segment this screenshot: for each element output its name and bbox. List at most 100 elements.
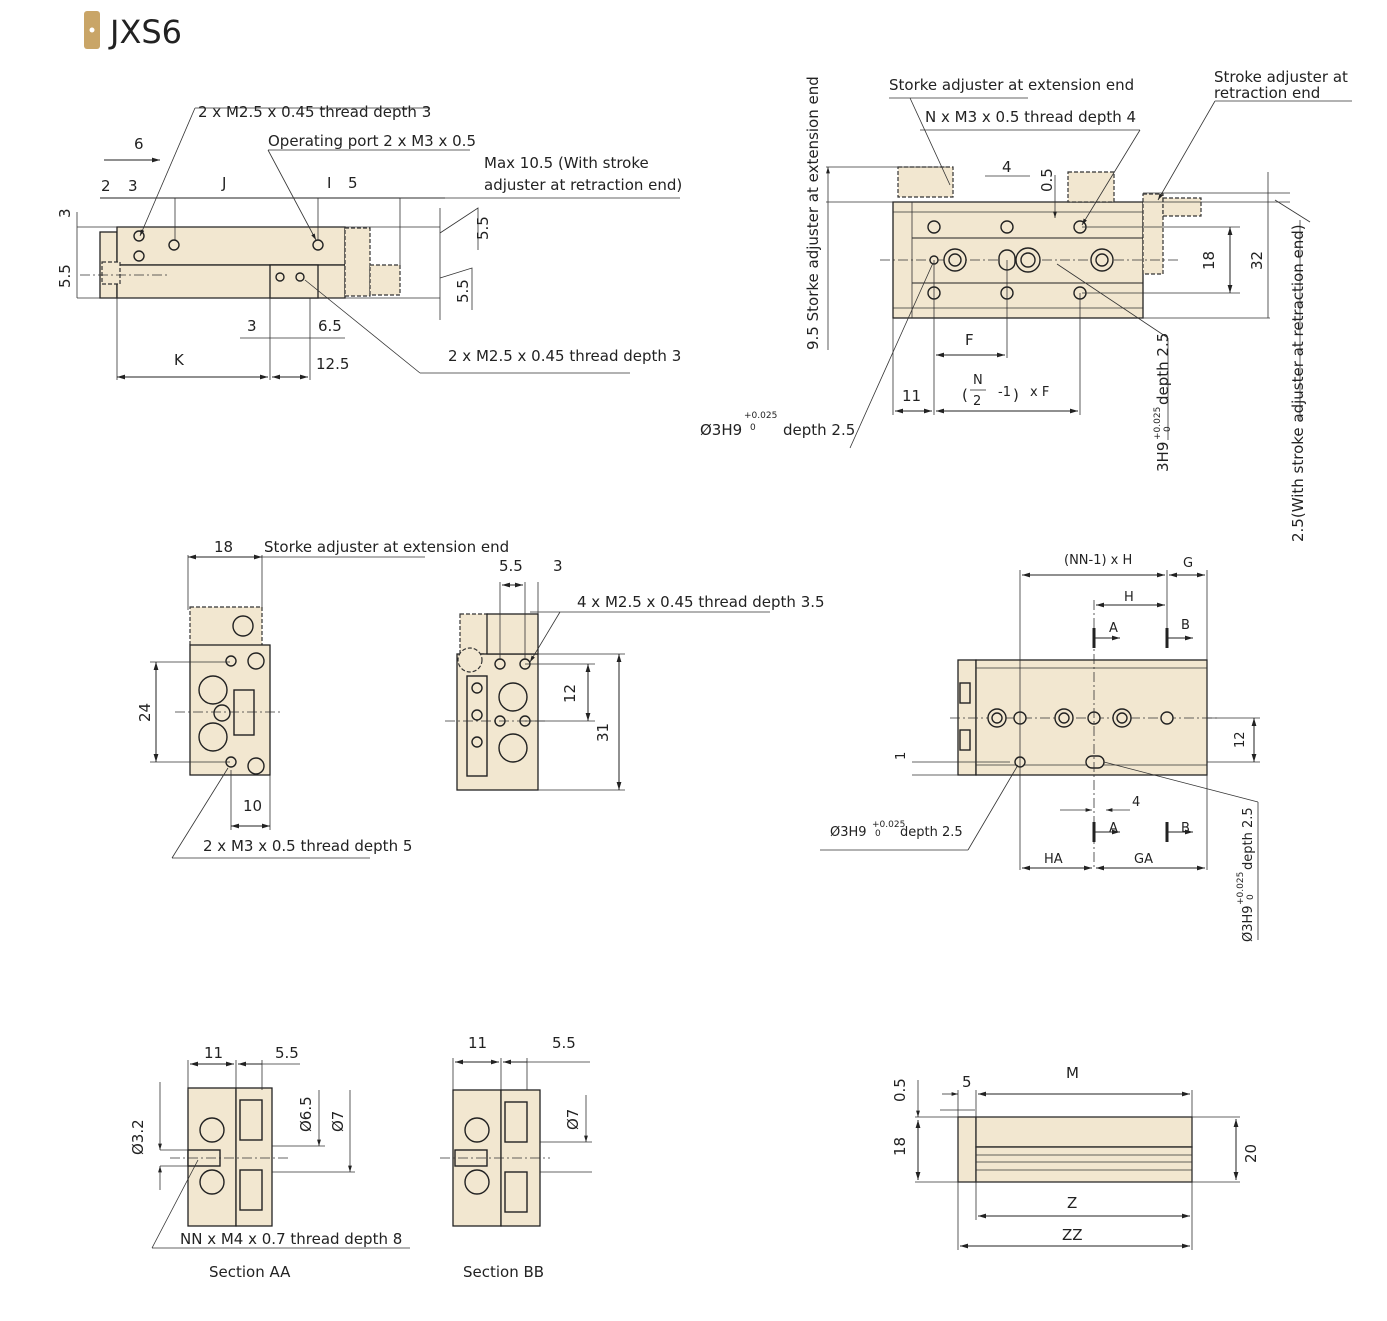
dim-GA: GA: [1134, 852, 1153, 867]
caption: Section AA: [209, 1263, 291, 1281]
label-thread: NN x M4 x 0.7 thread depth 8: [180, 1230, 402, 1248]
page-title: JXS6: [108, 13, 182, 51]
section-aa: 11 5.5 Ø3.2 Ø6.5 Ø7 NN x M4 x 0.7 thread…: [129, 1044, 410, 1281]
label-left-vertical: 9.5 Storke adjuster at extension end: [804, 76, 822, 350]
label-ext-adjuster: Storke adjuster at extension end: [889, 76, 1134, 94]
dim-I: I: [327, 174, 331, 192]
section-bb: 11 5.5 Ø7 Section BB: [440, 1034, 592, 1281]
dim-H: H: [1124, 590, 1134, 605]
dim-65: 6.5: [318, 317, 342, 335]
end-view: 18 Storke adjuster at extension end 24 1…: [136, 538, 509, 859]
dim-12: 12: [561, 684, 579, 703]
label-operating-port: Operating port 2 x M3 x 0.5: [268, 132, 476, 150]
dim-05: 0.5: [891, 1078, 909, 1102]
dim-F: F: [965, 331, 974, 349]
label-thread-top: 2 x M2.5 x 0.45 thread depth 3: [198, 103, 431, 121]
svg-text:+0.025: +0.025: [744, 411, 777, 421]
dim-31: 31: [594, 723, 612, 742]
side-view: 2 x M2.5 x 0.45 thread depth 3 Operating…: [56, 103, 682, 380]
svg-text:x F: x F: [1030, 385, 1049, 400]
dim-dia7: Ø7: [564, 1109, 582, 1130]
dim-v55: 5.5: [56, 264, 74, 288]
front-view: 0.5 5 M 18 20 Z ZZ: [891, 1064, 1260, 1250]
label-ret-adjuster-2: retraction end: [1214, 84, 1320, 102]
svg-text:N: N: [973, 373, 983, 388]
svg-text:(: (: [962, 386, 968, 404]
svg-text:depth 2.5: depth 2.5: [1154, 333, 1172, 405]
bottom-view: (NN-1) x H G H A B A B 1 12 4 HA GA Ø3H9…: [820, 553, 1260, 942]
svg-text:): ): [1013, 386, 1019, 404]
label-slot: 3H9: [1154, 442, 1172, 472]
top-view: Storke adjuster at extension end N x M3 …: [700, 68, 1352, 542]
dim-55a: 5.5: [474, 216, 492, 240]
label-hole: Ø3H9: [830, 825, 867, 840]
dim-55: 5.5: [499, 557, 523, 575]
dim-M: M: [1066, 1064, 1079, 1082]
dim-dia32: Ø3.2: [129, 1119, 147, 1155]
svg-text:-1: -1: [998, 385, 1011, 400]
dim-dia7: Ø7: [329, 1111, 347, 1132]
svg-text:depth 2.5: depth 2.5: [1241, 807, 1256, 870]
label-max-note-1: Max 10.5 (With stroke: [484, 154, 649, 172]
dim-G: G: [1183, 556, 1193, 571]
dim-18: 18: [891, 1137, 909, 1156]
dim-dia65: Ø6.5: [297, 1096, 315, 1132]
dim-4: 4: [1002, 158, 1012, 176]
section-a-bottom: A: [1109, 821, 1118, 836]
dim-5: 5: [348, 174, 358, 192]
dim-11: 11: [204, 1044, 223, 1062]
dim-20: 20: [1242, 1144, 1260, 1163]
section-b-bottom: B: [1181, 821, 1190, 836]
svg-text:2: 2: [973, 394, 981, 409]
svg-text:depth 2.5: depth 2.5: [900, 825, 963, 840]
caption: Section BB: [463, 1263, 544, 1281]
dim-125: 12.5: [316, 355, 349, 373]
dim-J: J: [221, 174, 226, 192]
label-thread: 4 x M2.5 x 0.45 thread depth 3.5: [577, 593, 825, 611]
label-hole: Ø3H9: [700, 421, 742, 439]
label-ext-adjuster: Storke adjuster at extension end: [264, 538, 509, 556]
dim-55: 5.5: [275, 1044, 299, 1062]
pitch-formula: ( N 2 -1 ) x F: [962, 373, 1049, 409]
label-max-note-2: adjuster at retraction end): [484, 176, 682, 194]
svg-text:0: 0: [875, 829, 881, 839]
dim-nn-h: (NN-1) x H: [1064, 553, 1132, 568]
page-header: JXS6: [84, 11, 182, 51]
dim-55b: 5.5: [454, 279, 472, 303]
dim-6: 6: [134, 135, 144, 153]
label-thread-n: N x M3 x 0.5 thread depth 4: [925, 108, 1136, 126]
svg-text:depth 2.5: depth 2.5: [783, 421, 855, 439]
dim-v3: 3: [56, 208, 74, 218]
dim-2: 2: [101, 177, 111, 195]
dim-ZZ: ZZ: [1062, 1226, 1083, 1244]
svg-text:+0.025: +0.025: [1236, 872, 1246, 905]
section-b-top: B: [1181, 618, 1190, 633]
svg-text:+0.025: +0.025: [1153, 407, 1163, 440]
dim-32: 32: [1248, 251, 1266, 270]
dim-HA: HA: [1044, 852, 1063, 867]
svg-text:+0.025: +0.025: [872, 820, 905, 830]
dim-24: 24: [136, 703, 154, 722]
dim-1: 1: [894, 752, 909, 760]
dim-Z: Z: [1067, 1194, 1077, 1212]
dim-05: 0.5: [1038, 168, 1056, 192]
end-view-2: 5.5 3 4 x M2.5 x 0.45 thread depth 3.5 1…: [445, 557, 825, 791]
label-slot: Ø3H9: [1241, 905, 1256, 942]
dim-5: 5: [962, 1073, 972, 1091]
label-thread-bottom: 2 x M2.5 x 0.45 thread depth 3: [448, 347, 681, 365]
dim-K: K: [174, 351, 185, 369]
dim-3: 3: [553, 557, 563, 575]
dim-18: 18: [1200, 251, 1218, 270]
svg-text:0: 0: [1163, 426, 1173, 432]
dim-11: 11: [468, 1034, 487, 1052]
svg-text:0: 0: [1246, 894, 1256, 900]
dim-10: 10: [243, 797, 262, 815]
dim-18: 18: [214, 538, 233, 556]
dim-55: 5.5: [552, 1034, 576, 1052]
label-ret-adjuster-1: Stroke adjuster at: [1214, 68, 1348, 86]
dim-3: 3: [128, 177, 138, 195]
dim-11: 11: [902, 387, 921, 405]
dim-4: 4: [1132, 795, 1140, 810]
section-a-top: A: [1109, 621, 1118, 636]
